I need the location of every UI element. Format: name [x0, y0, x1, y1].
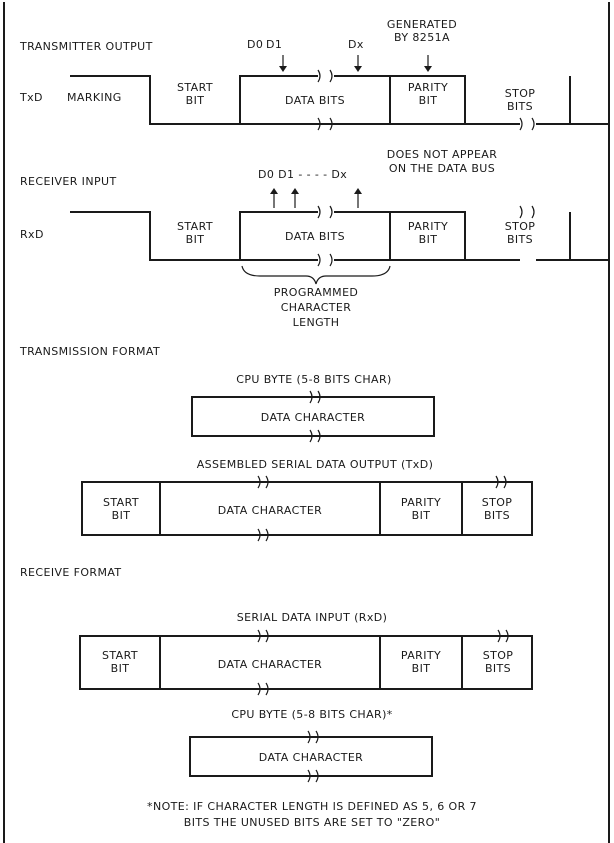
rx-start-bit: BIT: [186, 233, 205, 246]
rx-d0d1dx: D0 D1 - - - - Dx: [258, 168, 347, 181]
tf-cpu-byte: CPU BYTE (5-8 BITS CHAR): [236, 373, 391, 386]
tx-break-marks: [317, 69, 535, 131]
programmed-length-brace: [241, 265, 391, 285]
tx-title: TRANSMITTER OUTPUT: [19, 40, 153, 53]
rf-start-bit: BIT: [111, 662, 130, 675]
rx-stop-bits: BITS: [507, 233, 533, 246]
rf-cpu-byte: CPU BYTE (5-8 BITS CHAR)*: [231, 708, 392, 721]
rf-parity-bit: BIT: [412, 662, 431, 675]
rx-title: RECEIVER INPUT: [20, 175, 117, 188]
rf-data-character: DATA CHARACTER: [218, 658, 322, 671]
character-label: CHARACTER: [281, 301, 352, 314]
rx-arrows: [270, 188, 362, 208]
transmission-format-title: TRANSMISSION FORMAT: [19, 345, 160, 358]
tf-start-bit: BIT: [112, 509, 131, 522]
tf-stop: STOP: [482, 496, 513, 509]
tf-data-character: DATA CHARACTER: [261, 411, 365, 424]
tf-parity: PARITY: [401, 496, 441, 509]
rf-serial-frame: [79, 629, 533, 696]
marking-label: MARKING: [67, 91, 122, 104]
generated-label: GENERATED: [387, 18, 457, 31]
rxd-label: RxD: [20, 228, 44, 241]
rf-data-char2: DATA CHARACTER: [259, 751, 363, 764]
rx-stop: STOP: [505, 220, 536, 233]
tf-data-char2: DATA CHARACTER: [218, 504, 322, 517]
programmed-label: PROGRAMMED: [274, 286, 359, 299]
rf-stop: STOP: [483, 649, 514, 662]
note-line2: BITS THE UNUSED BITS ARE SET TO "ZERO": [184, 816, 440, 829]
tx-start: START: [177, 81, 213, 94]
rx-break-marks: [317, 205, 535, 267]
tx-dx: Dx: [348, 38, 364, 51]
rf-stop-bits: BITS: [485, 662, 511, 675]
tf-assembled-frame: [81, 475, 533, 542]
rf-parity: PARITY: [401, 649, 441, 662]
rf-cpu-byte-box: [189, 736, 433, 777]
tf-stop-bits: BITS: [484, 509, 510, 522]
rf-serial-input: SERIAL DATA INPUT (RxD): [237, 611, 388, 624]
tx-parity-bit: BIT: [419, 94, 438, 107]
rx-start: START: [177, 220, 213, 233]
rx-parity: PARITY: [408, 220, 448, 233]
tf-cpu-byte-box: [191, 396, 435, 437]
by-8251a-label: BY 8251A: [394, 31, 450, 44]
note-line1: *NOTE: IF CHARACTER LENGTH IS DEFINED AS…: [147, 800, 477, 813]
txd-label: TxD: [19, 91, 43, 104]
tx-parity: PARITY: [408, 81, 448, 94]
on-data-bus: ON THE DATA BUS: [389, 162, 495, 175]
tx-stop-bits: BITS: [507, 100, 533, 113]
tf-parity-bit: BIT: [412, 509, 431, 522]
tf-assembled-label: ASSEMBLED SERIAL DATA OUTPUT (TxD): [197, 458, 434, 471]
length-label: LENGTH: [293, 316, 340, 329]
tx-arrows: [279, 55, 432, 72]
tf-start: START: [103, 496, 139, 509]
tx-start-bit: BIT: [186, 94, 205, 107]
tx-d1: D1: [266, 38, 282, 51]
tx-stop: STOP: [505, 87, 536, 100]
rx-parity-bit: BIT: [419, 233, 438, 246]
tx-d0: D0: [247, 38, 263, 51]
rf-start: START: [102, 649, 138, 662]
rx-data-bits: DATA BITS: [285, 230, 345, 243]
tx-data-bits: DATA BITS: [285, 94, 345, 107]
receive-format-title: RECEIVE FORMAT: [20, 566, 122, 579]
does-not-appear: DOES NOT APPEAR: [387, 148, 498, 161]
